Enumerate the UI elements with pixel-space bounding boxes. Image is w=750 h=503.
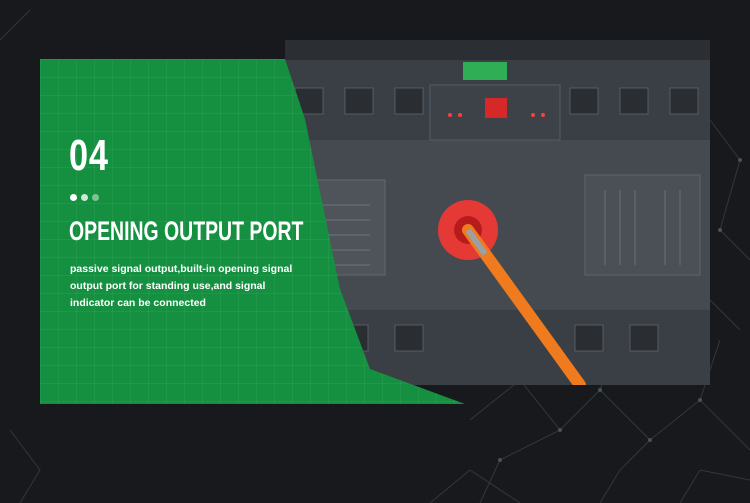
feature-number: 04 — [69, 131, 109, 180]
feature-description: passive signal output,built-in opening s… — [70, 263, 293, 309]
pagination-dot-3 — [92, 194, 99, 201]
pagination-dot-2 — [81, 194, 88, 201]
feature-title: OPENING OUTPUT PORT — [69, 216, 304, 246]
pagination-dot-1 — [70, 194, 77, 201]
pagination-dots — [70, 194, 99, 201]
